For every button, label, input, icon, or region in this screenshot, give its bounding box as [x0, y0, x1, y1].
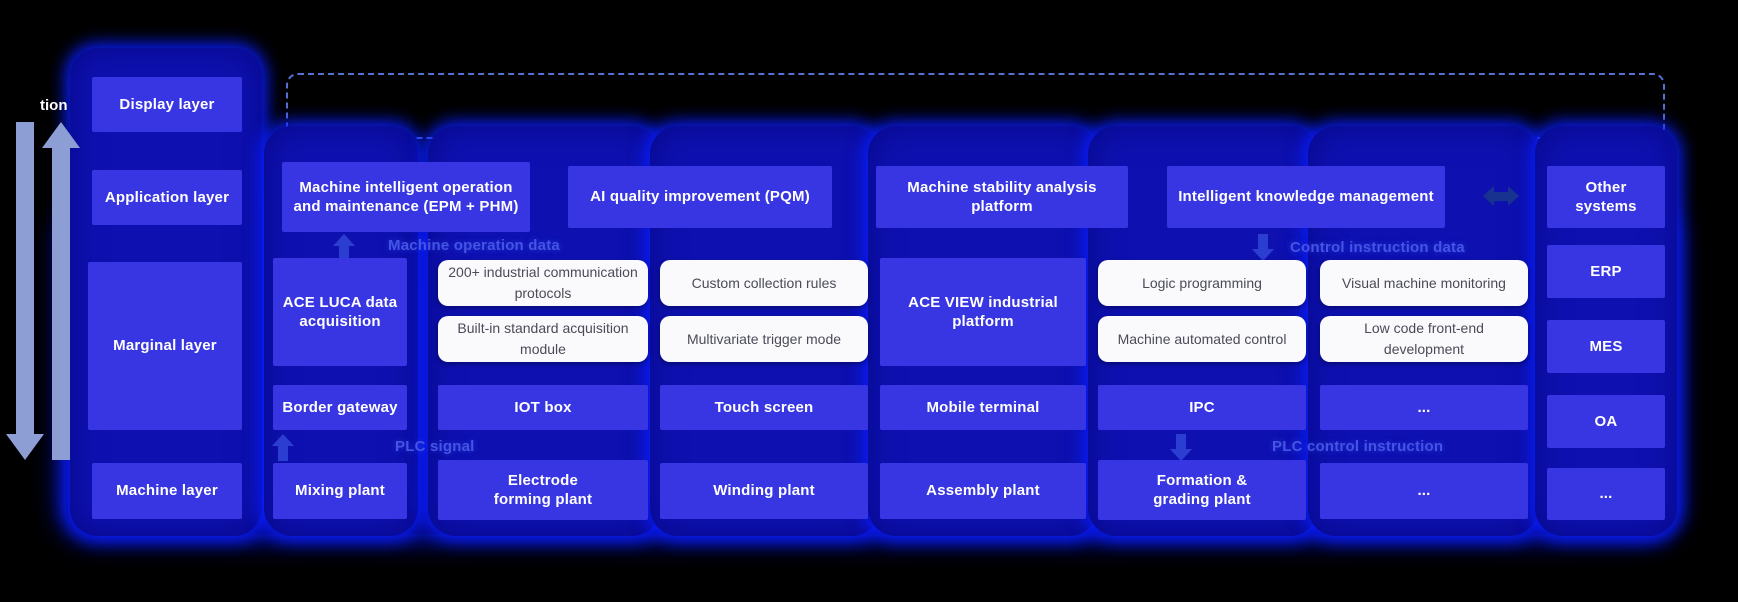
- label-plc-control-instruction: PLC control instruction: [1272, 438, 1444, 455]
- external-mes: MES: [1547, 320, 1665, 373]
- plc-signal-up-arrow: [272, 434, 294, 461]
- border-gateway: Border gateway: [273, 385, 407, 430]
- arrow-head: [333, 234, 355, 246]
- multivariate-trigger-mode: Multivariate trigger mode: [660, 316, 868, 362]
- arrow-shaft: [1258, 234, 1268, 249]
- assembly-plant: Assembly plant: [880, 463, 1086, 519]
- arrow-shaft: [52, 148, 70, 460]
- downward-flow-arrow: [6, 122, 44, 460]
- app-pqm: AI quality improvement (PQM): [568, 166, 832, 228]
- app-other-systems: Other systems: [1547, 166, 1665, 228]
- app-epm-phm: Machine intelligent operation and mainte…: [282, 162, 530, 232]
- arrow-head: [6, 434, 44, 460]
- formation-grading-plant: Formation & grading plant: [1098, 460, 1306, 520]
- builtin-acquisition-module: Built-in standard acquisition module: [438, 316, 648, 362]
- arrow-shaft: [1494, 191, 1508, 201]
- ace-luca-data-acquisition: ACE LUCA data acquisition: [273, 258, 407, 366]
- machine-automated-control: Machine automated control: [1098, 316, 1306, 362]
- ipc: IPC: [1098, 385, 1306, 430]
- electrode-forming-plant: Electrode forming plant: [438, 460, 648, 520]
- industrial-protocols: 200+ industrial communication protocols: [438, 260, 648, 306]
- app-knowledge-management: Intelligent knowledge management: [1167, 166, 1445, 228]
- bidirectional-arrow: [1483, 186, 1519, 206]
- layer-display: Display layer: [92, 77, 242, 132]
- logic-programming: Logic programming: [1098, 260, 1306, 306]
- label-machine-operation-data: Machine operation data: [388, 237, 560, 254]
- layer-marginal: Marginal layer: [88, 262, 242, 430]
- ace-view-industrial-platform: ACE VIEW industrial platform: [880, 258, 1086, 366]
- plc-control-down-arrow: [1170, 434, 1192, 461]
- mobile-terminal: Mobile terminal: [880, 385, 1086, 430]
- external-oa: OA: [1547, 395, 1665, 448]
- label-control-instruction-data: Control instruction data: [1290, 239, 1465, 256]
- label-plc-signal: PLC signal: [395, 438, 475, 455]
- device-ellipsis: ...: [1320, 385, 1528, 430]
- arrow-head: [1252, 249, 1274, 261]
- upward-flow-arrow: [42, 122, 80, 460]
- mixing-plant: Mixing plant: [273, 463, 407, 519]
- machine-ellipsis: ...: [1320, 463, 1528, 519]
- iot-box: IOT box: [438, 385, 648, 430]
- arrow-head: [42, 122, 80, 148]
- touch-screen: Touch screen: [660, 385, 868, 430]
- visual-machine-monitoring: Visual machine monitoring: [1320, 260, 1528, 306]
- external-erp: ERP: [1547, 245, 1665, 298]
- app-stability-platform: Machine stability analysis platform: [876, 166, 1128, 228]
- machine-data-up-arrow: [333, 234, 355, 261]
- control-data-down-arrow: [1252, 234, 1274, 261]
- external-ellipsis: ...: [1547, 468, 1665, 520]
- layer-machine: Machine layer: [92, 463, 242, 519]
- arrow-head: [272, 434, 294, 446]
- arrow-shaft: [278, 446, 288, 461]
- arrow-shaft: [1176, 434, 1186, 449]
- edge-text-fragment: tion: [40, 97, 68, 114]
- arrow-shaft: [16, 122, 34, 434]
- low-code-development: Low code front-end development: [1320, 316, 1528, 362]
- arrow-head-left: [1483, 186, 1494, 206]
- winding-plant: Winding plant: [660, 463, 868, 519]
- layer-application: Application layer: [92, 170, 242, 225]
- arrow-shaft: [339, 246, 349, 261]
- arrow-head: [1170, 449, 1192, 461]
- arrow-head-right: [1508, 186, 1519, 206]
- custom-collection-rules: Custom collection rules: [660, 260, 868, 306]
